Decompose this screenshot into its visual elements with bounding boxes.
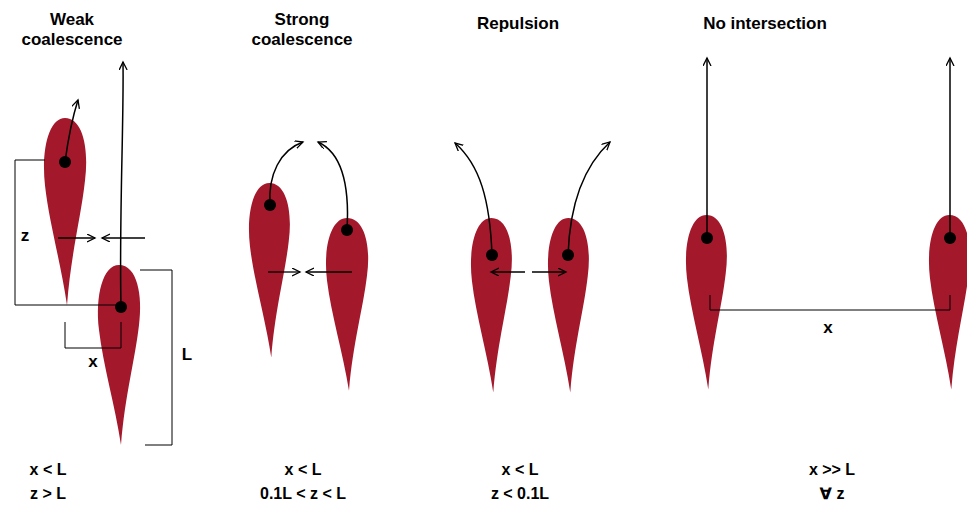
- droplet: [44, 118, 86, 305]
- condition-text: 0.1L < z < L: [260, 484, 346, 503]
- trajectory-arrow: [270, 142, 303, 205]
- trajectory-arrow: [65, 100, 78, 162]
- force-arrow: [102, 237, 145, 238]
- condition-text: z < 0.1L: [491, 484, 549, 503]
- trajectory-arrow: [568, 142, 610, 255]
- dimension-label: x: [823, 318, 832, 338]
- trajectory-arrow: [121, 62, 124, 307]
- dimension-label: L: [182, 345, 192, 365]
- panel-title: No intersection: [703, 14, 827, 34]
- dimension-label: z: [21, 226, 30, 246]
- condition-text: x >> L: [809, 460, 855, 479]
- dimension-label: x: [88, 352, 97, 372]
- dimension-bracket: [65, 322, 121, 348]
- dimension-bracket: [710, 295, 950, 310]
- force-arrow: [491, 271, 525, 272]
- trajectory-arrow: [949, 58, 951, 238]
- droplet: [686, 215, 727, 390]
- force-arrow: [306, 271, 352, 272]
- condition-text: ∀ z: [820, 484, 845, 503]
- dimension-bracket: [140, 270, 172, 445]
- droplet: [929, 215, 967, 390]
- droplet: [249, 183, 290, 358]
- droplet: [326, 218, 368, 391]
- force-arrow: [532, 271, 566, 272]
- dimension-bracket: [15, 160, 118, 305]
- panel-title: Weak coalescence: [16, 10, 128, 51]
- condition-text: x < L: [30, 460, 67, 479]
- trajectory-arrow: [706, 58, 708, 238]
- panel-title: Strong coalescence: [246, 10, 358, 51]
- condition-text: x < L: [502, 460, 539, 479]
- trajectory-arrow: [455, 143, 492, 255]
- force-arrow: [58, 237, 95, 238]
- condition-text: x < L: [285, 460, 322, 479]
- force-arrow: [268, 271, 300, 272]
- trajectory-arrow: [318, 142, 348, 230]
- droplet: [98, 265, 140, 445]
- panel-title: Repulsion: [477, 14, 559, 34]
- condition-text: z > L: [30, 484, 66, 503]
